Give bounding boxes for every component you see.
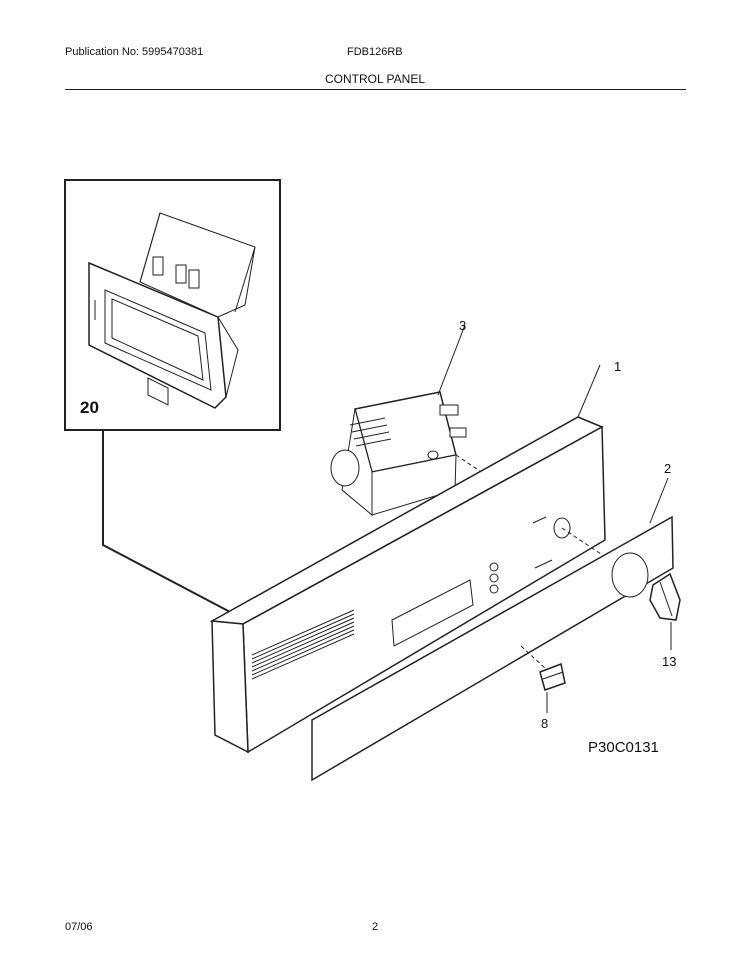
part-8-switch (520, 645, 566, 713)
publication-number: Publication No: 5995470381 (65, 46, 204, 58)
part-3-timer-module (330, 324, 561, 526)
section-title: CONTROL PANEL (324, 72, 426, 86)
inset-frame (64, 179, 281, 431)
callout-2: 2 (664, 461, 671, 476)
inset-leader-line (102, 430, 233, 614)
header-rule (65, 89, 686, 90)
callout-8: 8 (541, 716, 548, 731)
part-20-housing (88, 212, 256, 409)
callout-3: 3 (459, 318, 466, 333)
footer-date: 07/06 (65, 921, 93, 933)
part-13-knob (649, 572, 681, 650)
diagram-reference: P30C0131 (588, 739, 659, 756)
callout-1: 1 (614, 359, 621, 374)
callout-13: 13 (662, 654, 676, 669)
callout-20: 20 (80, 398, 99, 417)
page-number: 2 (372, 921, 379, 933)
part-2-overlay (311, 477, 674, 782)
part-1-console-panel (209, 364, 626, 754)
model-number: FDB126RB (347, 46, 403, 58)
